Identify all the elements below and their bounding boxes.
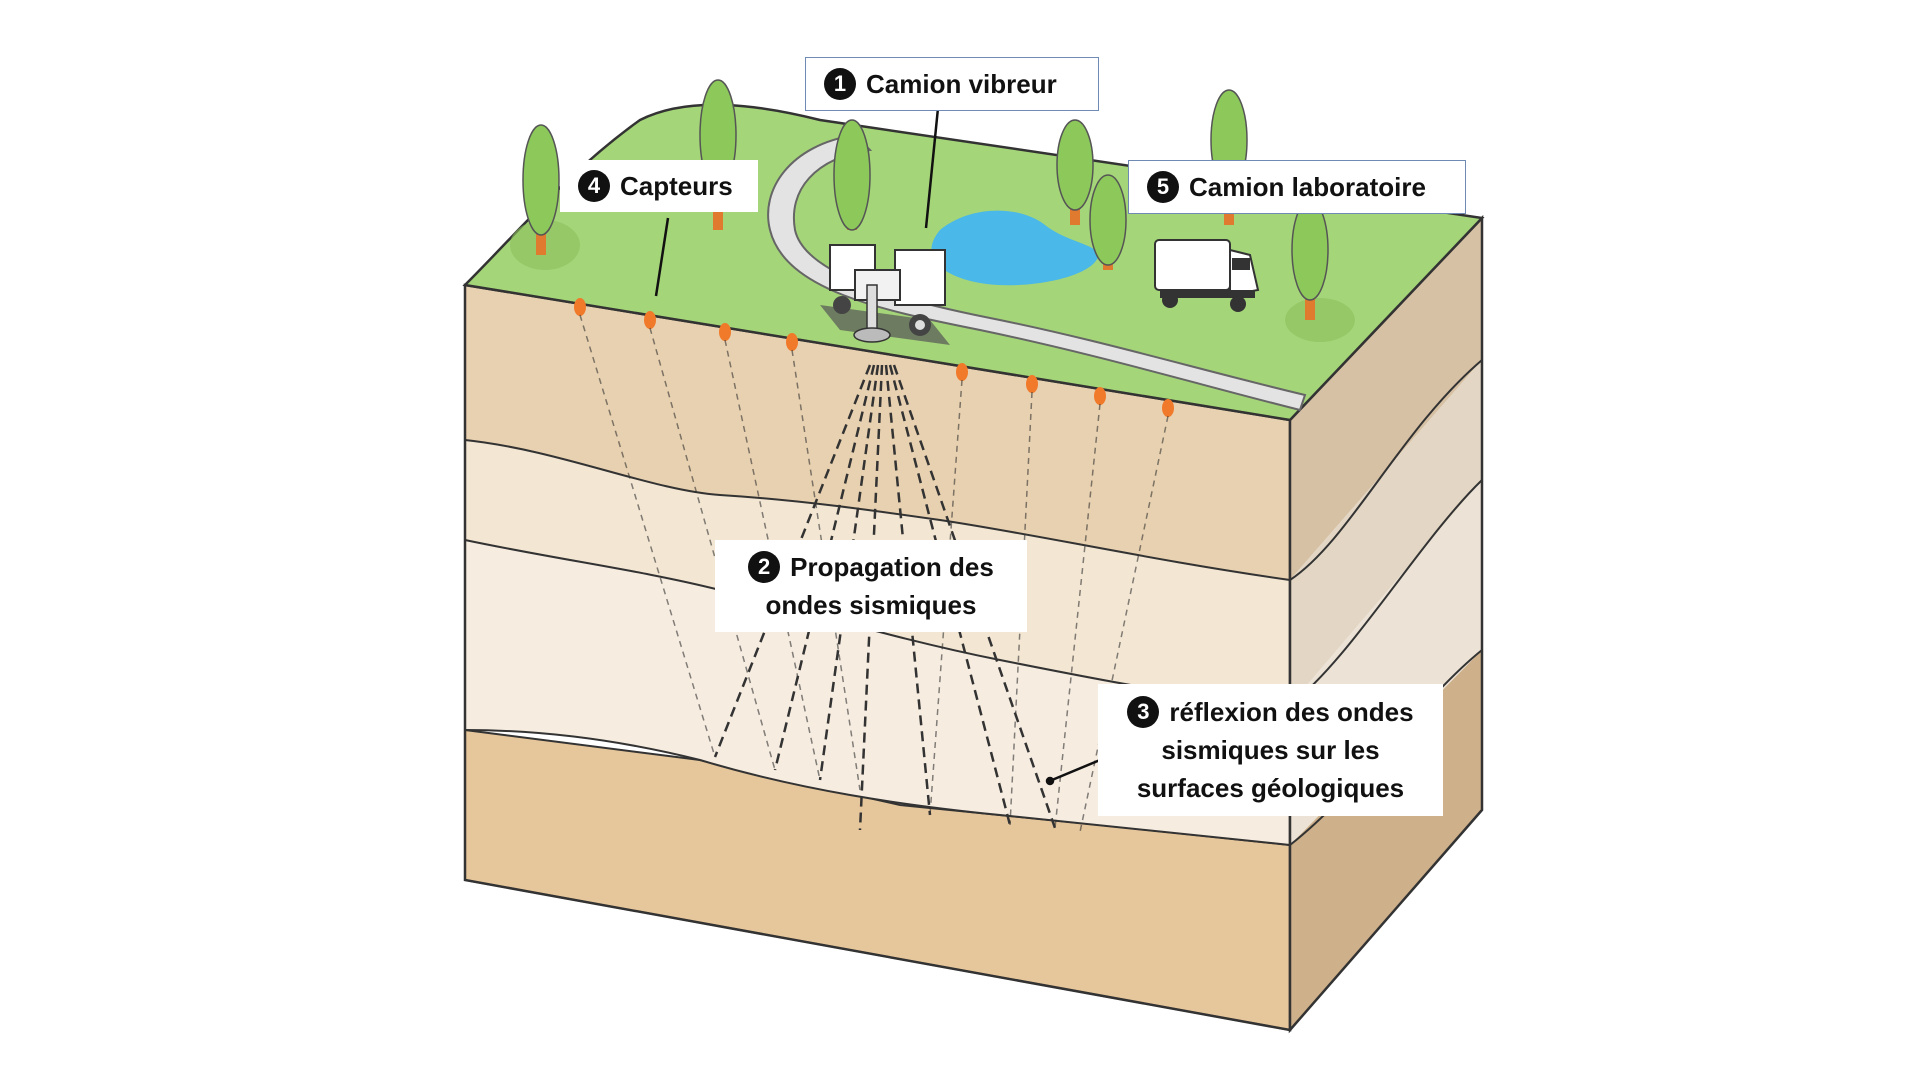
sensor xyxy=(1162,399,1174,417)
number-badge: 4 xyxy=(578,170,610,202)
label-line-1: réflexion des ondes xyxy=(1169,697,1414,727)
third-rock-layer xyxy=(465,540,1290,845)
label-line-2: sismiques sur les xyxy=(1161,735,1380,765)
pond xyxy=(931,210,1099,286)
vibrator-truck-icon xyxy=(820,244,950,345)
label-line-3: surfaces géologiques xyxy=(1136,773,1405,803)
tree-icon xyxy=(1056,119,1094,225)
top-soil-layer xyxy=(465,285,1290,580)
label-vibrator-truck: 1 Camion vibreur xyxy=(805,57,1099,111)
sensor xyxy=(786,333,798,351)
label-sensors: 4 Capteurs xyxy=(560,160,758,212)
road xyxy=(767,133,1307,412)
tree-icon xyxy=(1089,174,1127,270)
sensor xyxy=(644,311,656,329)
label-reflection: 3 réflexion des ondes sismiques sur les … xyxy=(1098,684,1443,816)
label-text: Camion laboratoire xyxy=(1189,172,1426,202)
label-line-1: Propagation des xyxy=(790,552,994,582)
tree-icon xyxy=(1285,199,1355,342)
sensor xyxy=(574,298,586,316)
sensor xyxy=(719,323,731,341)
label-text: Capteurs xyxy=(620,171,733,201)
sensor xyxy=(1026,375,1038,393)
label-propagation: 2 Propagation des ondes sismiques xyxy=(715,540,1027,632)
tree-icon xyxy=(510,124,580,270)
number-badge: 2 xyxy=(748,551,781,583)
number-badge: 5 xyxy=(1147,171,1179,203)
tree-icon xyxy=(833,119,871,231)
label-text: Camion vibreur xyxy=(866,69,1057,99)
lab-truck-icon xyxy=(1154,239,1260,312)
sensor-array xyxy=(574,298,1174,417)
label-lab-truck: 5 Camion laboratoire xyxy=(1128,160,1466,214)
sensor xyxy=(956,363,968,381)
number-badge: 1 xyxy=(824,68,856,100)
label-line-2: ondes sismiques xyxy=(765,590,977,620)
sensor xyxy=(1094,387,1106,405)
number-badge: 3 xyxy=(1127,696,1160,728)
leader-lines xyxy=(654,107,1101,786)
